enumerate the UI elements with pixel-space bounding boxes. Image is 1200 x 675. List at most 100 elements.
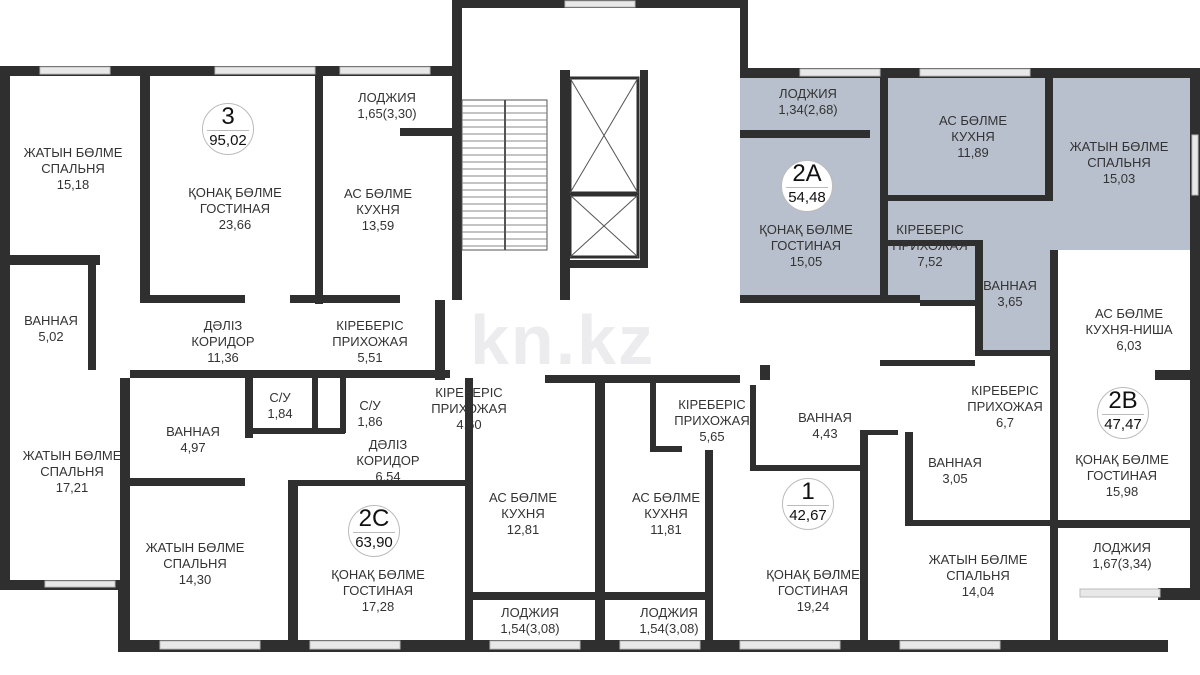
room-name: КІРЕБЕРІС [678, 397, 746, 412]
room-area: 12,81 [506, 522, 540, 537]
wall [595, 378, 605, 648]
room-name: ЖАТЫН БӨЛМЕ [22, 448, 122, 463]
wall [1158, 588, 1200, 600]
wall [750, 465, 862, 471]
wall [245, 378, 253, 438]
wall [975, 350, 1055, 356]
room-name: АС БӨЛМЕ [488, 490, 558, 505]
window [799, 68, 881, 77]
window [1079, 588, 1161, 598]
room-area: 17,21 [55, 480, 89, 495]
room-name: КУХНЯ [951, 129, 995, 144]
window [309, 640, 401, 650]
wall [740, 130, 870, 138]
elevator-cross [569, 77, 639, 194]
room-area: 15,05 [789, 254, 823, 269]
elevator-shaft [568, 193, 640, 259]
wall [880, 195, 1050, 201]
room-area: 11,81 [650, 522, 682, 537]
room-name: С/У [359, 398, 381, 413]
room-name: ЛОДЖИЯ [640, 605, 698, 620]
watermark-logo: kn.kz [470, 301, 656, 379]
elevator-shaft [568, 76, 640, 195]
wall [465, 378, 473, 648]
wall [1155, 370, 1195, 380]
room-name: КУХНЯ [501, 506, 545, 521]
wall [470, 592, 600, 600]
room-area: 14,30 [178, 572, 212, 587]
room-area: 23,66 [218, 217, 252, 232]
room-name: С/У [269, 390, 291, 405]
room-area: 1,65(3,30) [357, 106, 417, 121]
wall [140, 295, 245, 303]
wall [975, 240, 983, 355]
wall [130, 478, 245, 486]
wall [290, 295, 400, 303]
room-name: ПРИХОЖАЯ [674, 413, 750, 428]
room-name: ЛОДЖИЯ [779, 86, 837, 101]
room-name: ГОСТИНАЯ [770, 238, 842, 253]
room-name: ҚОНАҚ БӨЛМЕ [188, 185, 282, 200]
wall [312, 378, 318, 430]
room-name: КІРЕБЕРІС [435, 385, 503, 400]
room-area: 17,28 [361, 599, 395, 614]
room-name: ЛОДЖИЯ [1093, 540, 1151, 555]
window [1191, 134, 1199, 196]
room-name: ДӘЛІЗ [203, 318, 243, 333]
room-name: ВАННАЯ [166, 424, 220, 439]
room-area: 5,65 [699, 429, 725, 444]
window [44, 580, 116, 588]
room-name: ҚОНАҚ БӨЛМЕ [766, 567, 860, 582]
wall [560, 260, 648, 268]
room-area: 4,97 [180, 440, 206, 455]
window [899, 640, 1001, 650]
window [619, 640, 701, 650]
room-name: ДӘЛІЗ [368, 437, 408, 452]
room-name: КІРЕБЕРІС [971, 383, 1039, 398]
room-name: ГОСТИНАЯ [199, 201, 271, 216]
room-name: СПАЛЬНЯ [41, 161, 105, 176]
wall [315, 76, 323, 304]
wall [600, 592, 705, 600]
wall [288, 480, 468, 486]
unit-area: 63,90 [355, 534, 393, 551]
room-area: 15,03 [1102, 171, 1136, 186]
room-area: 4,60 [456, 417, 482, 432]
wall [560, 70, 570, 300]
room-name: ПРИХОЖАЯ [892, 238, 968, 253]
unit-number: 2C [353, 506, 395, 533]
room-name: ЖАТЫН БӨЛМЕ [928, 552, 1028, 567]
room-name: КУХНЯ [644, 506, 688, 521]
unit-area: 42,67 [789, 507, 827, 524]
wall [140, 76, 150, 296]
wall [435, 300, 445, 380]
room-area: 1,54(3,08) [500, 621, 560, 636]
wall [705, 450, 713, 645]
room-area: 19,24 [796, 599, 830, 614]
wall [650, 446, 682, 452]
room-area: 11,36 [207, 350, 239, 365]
room-name: ЛОДЖИЯ [501, 605, 559, 620]
window [339, 66, 431, 75]
room-area: 6,03 [1116, 338, 1142, 353]
room-area: 3,05 [942, 471, 968, 486]
room-area: 1,34(2,68) [778, 102, 838, 117]
wall [400, 128, 455, 136]
